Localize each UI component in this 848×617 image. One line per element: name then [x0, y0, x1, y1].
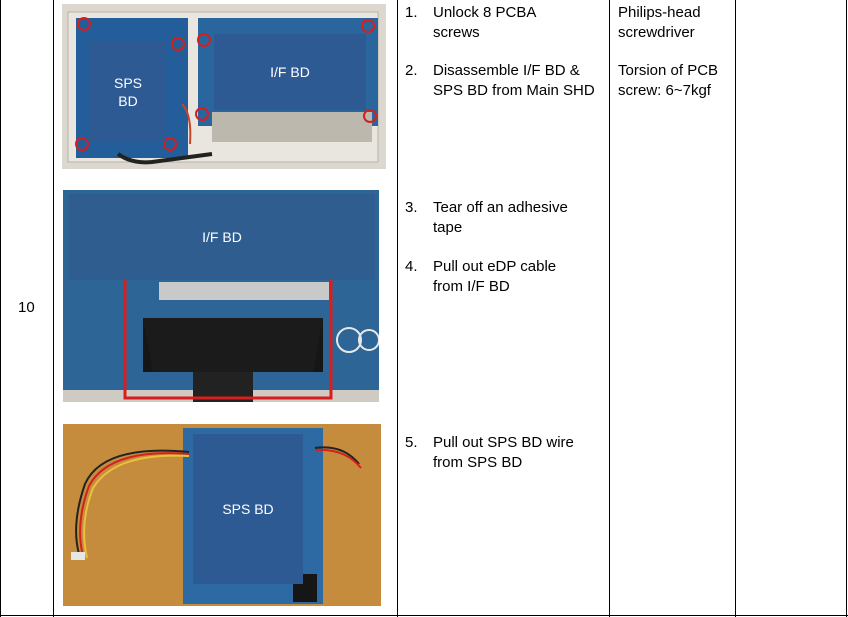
tool-text: Philips-head screwdriver [618, 4, 701, 41]
table-col-divider [397, 0, 398, 617]
if-bd-label-2: I/F BD [69, 194, 375, 280]
torsion-text: Torsion of PCB screw: 6~7kgf [618, 62, 719, 99]
table-col-divider [609, 0, 610, 617]
photo-edp-connector: I/F BD [63, 190, 379, 402]
table-col-divider [53, 0, 54, 617]
table-border-bottom [0, 615, 848, 616]
table-col-divider [735, 0, 736, 617]
photo-sps-board-wire: SPS BD [63, 424, 381, 606]
sps-bd-label: SPS BD [90, 42, 166, 142]
table-border-right [846, 0, 847, 617]
table-border-left [0, 0, 1, 617]
if-bd-label: I/F BD [214, 34, 366, 110]
photo-boards-on-chassis: SPS BD I/F BD [62, 4, 386, 169]
sps-bd-label-2: SPS BD [193, 434, 303, 584]
